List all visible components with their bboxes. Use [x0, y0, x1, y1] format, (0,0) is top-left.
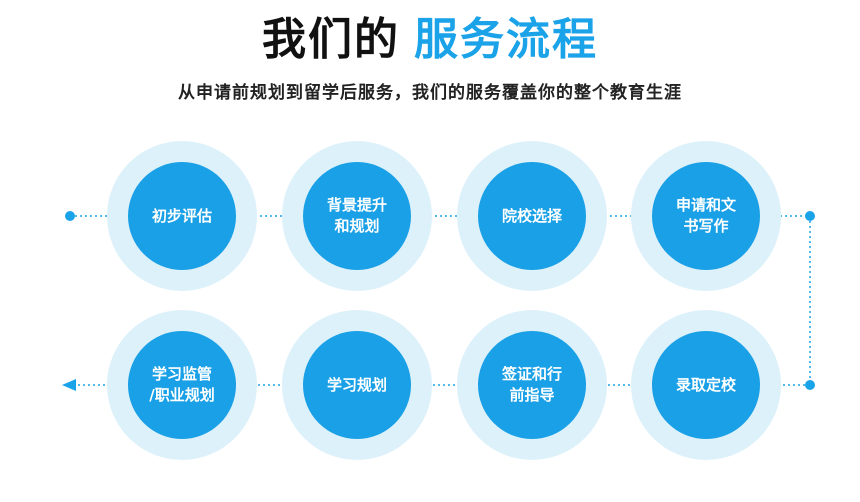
page-subtitle: 从申请前规划到留学后服务，我们的服务覆盖你的整个教育生涯: [178, 83, 682, 103]
step-node-2: 背景提升 和规划: [282, 141, 432, 291]
step-circle: 院校选择: [478, 162, 586, 270]
step-label: 院校选择: [501, 206, 562, 225]
step-node-8: 学习监管 /职业规划: [107, 310, 257, 460]
page-title: 我们的服务流程: [0, 12, 860, 68]
connector-corner-dot-bottom: [805, 380, 815, 390]
step-node-1: 初步评估: [107, 141, 257, 291]
step-circle: 录取定校: [652, 331, 760, 439]
step-circle: 学习规划: [303, 331, 411, 439]
step-node-4: 申请和文 书写作: [631, 141, 781, 291]
step-circle: 签证和行 前指导: [478, 331, 586, 439]
step-node-3: 院校选择: [457, 141, 607, 291]
step-node-6: 签证和行 前指导: [457, 310, 607, 460]
step-circle: 申请和文 书写作: [652, 162, 760, 270]
connector-arrowhead-icon: [62, 379, 76, 391]
step-circle: 学习监管 /职业规划: [128, 331, 236, 439]
title-main: 我们的: [262, 14, 400, 65]
step-label: 学习规划: [326, 375, 387, 394]
step-label: 初步评估: [151, 206, 212, 225]
step-node-7: 学习规划: [282, 310, 432, 460]
step-label: 学习监管 /职业规划: [149, 365, 215, 404]
step-label: 背景提升 和规划: [326, 196, 387, 235]
connector-start-dot: [65, 211, 75, 221]
step-circle: 初步评估: [128, 162, 236, 270]
step-label: 录取定校: [675, 375, 736, 394]
connector-corner-dot-top: [805, 211, 815, 221]
step-label: 签证和行 前指导: [501, 365, 562, 404]
title-highlight: 服务流程: [414, 14, 598, 65]
step-circle: 背景提升 和规划: [303, 162, 411, 270]
step-node-5: 录取定校: [631, 310, 781, 460]
step-label: 申请和文 书写作: [675, 196, 736, 235]
